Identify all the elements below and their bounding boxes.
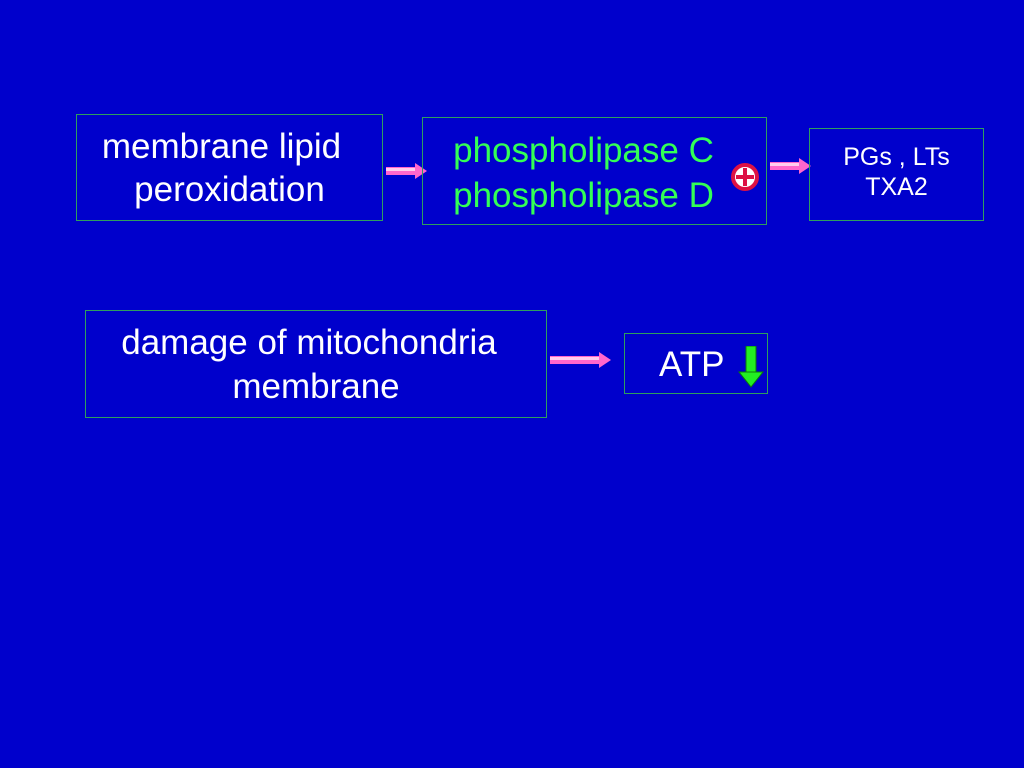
right-arrow-icon [386, 163, 427, 179]
atp-label: ATP [659, 345, 725, 384]
mito-box-line-2: membrane [232, 367, 400, 406]
mito-box-line-1: damage of mitochondria [121, 323, 497, 362]
phospholipase-box: phospholipase C phospholipase D [422, 117, 767, 225]
pgs-lts-label: PGs , LTs [843, 143, 950, 171]
right-arrow-icon [770, 158, 811, 174]
mitochondria-damage-box: damage of mitochondria membrane [85, 310, 547, 418]
phospholipase-d-label: phospholipase D [453, 176, 714, 215]
circled-plus-icon [731, 163, 759, 191]
lipid-box-line-2: peroxidation [134, 170, 325, 209]
lipid-box-line-1: membrane lipid [101, 127, 342, 166]
membrane-lipid-peroxidation-box: membrane lipid peroxidation [76, 114, 383, 221]
phospholipase-c-label: phospholipase C [453, 131, 714, 170]
down-arrow-icon [738, 346, 764, 388]
txa2-label: TXA2 [865, 173, 928, 201]
atp-box: ATP [624, 333, 768, 394]
products-box: PGs , LTs TXA2 [809, 128, 984, 221]
right-arrow-icon [550, 352, 611, 368]
